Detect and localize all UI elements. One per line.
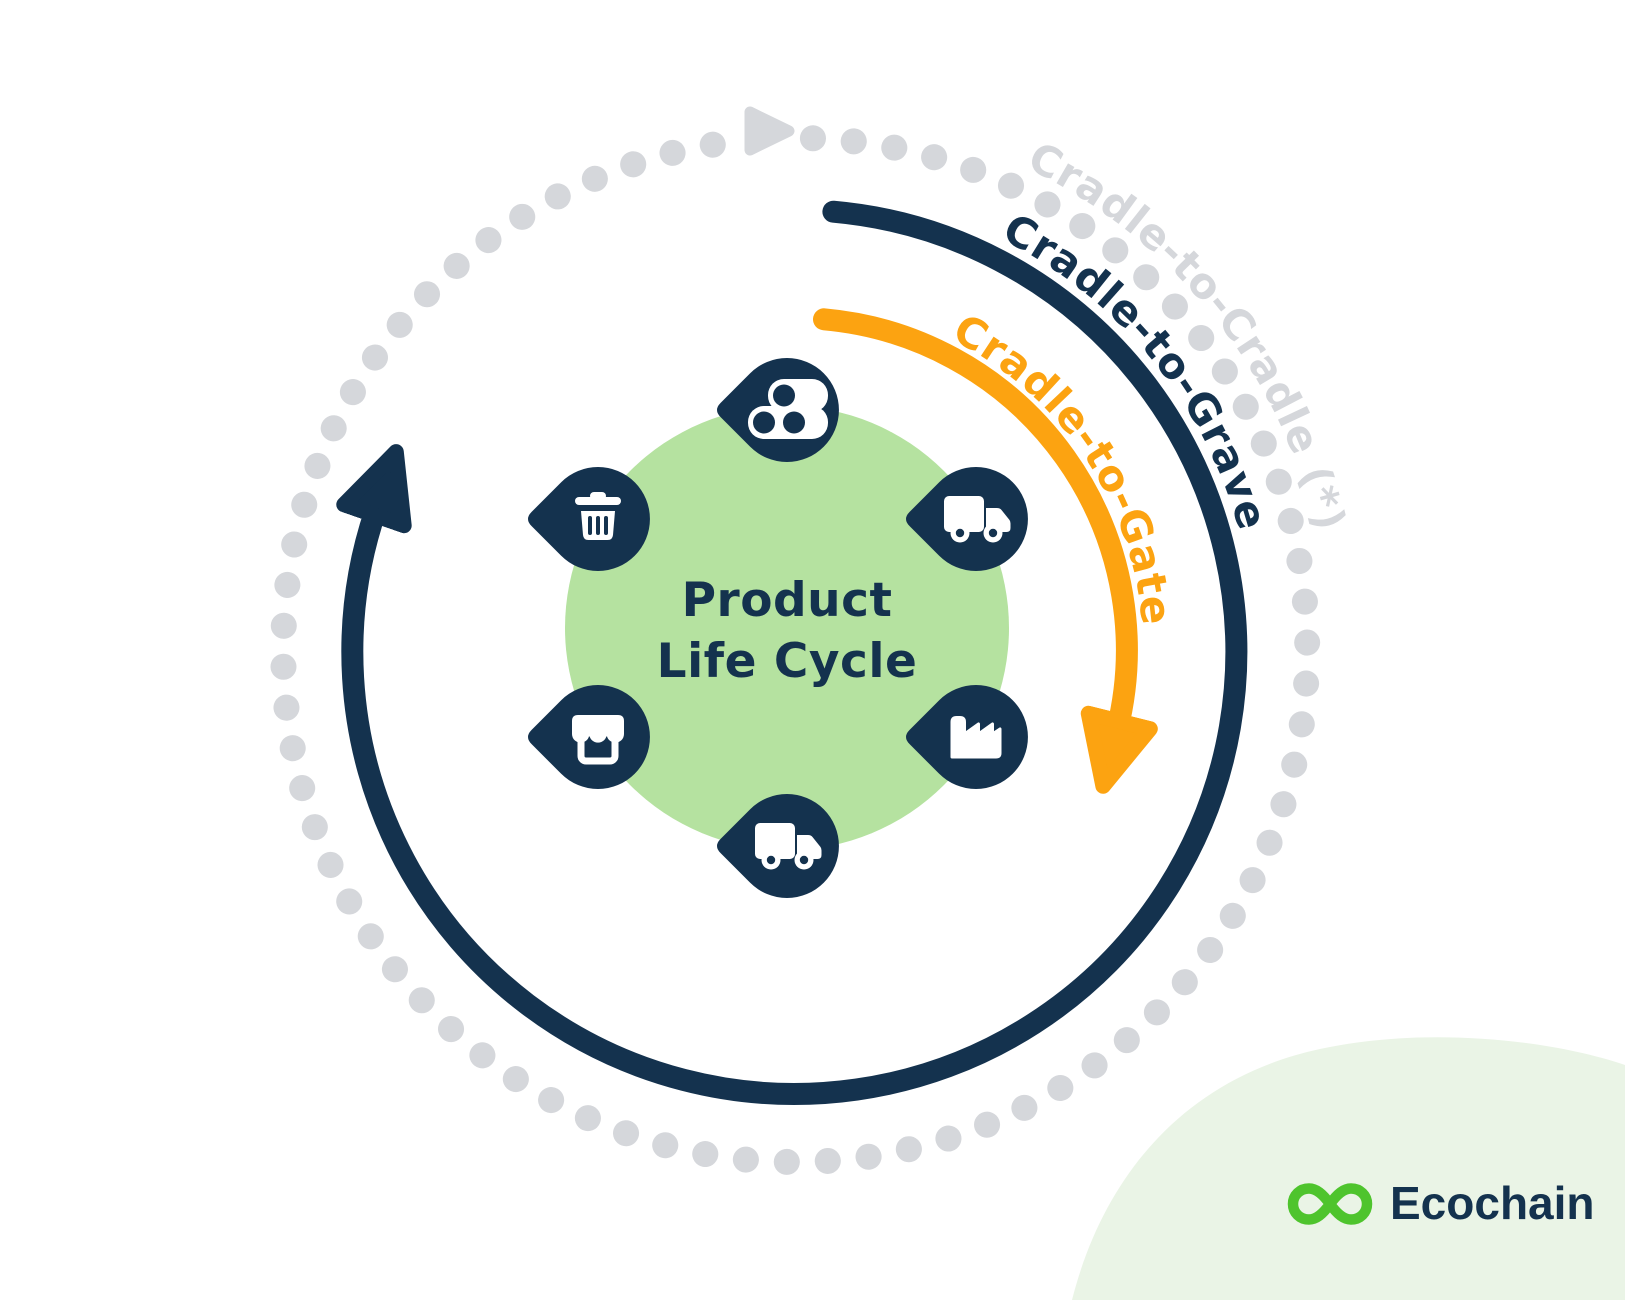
- stage-transport-outbound: [717, 794, 839, 898]
- corner-accent-shape: [1072, 1037, 1625, 1300]
- ecochain-wordmark: Ecochain: [1390, 1177, 1595, 1229]
- delivery-truck-icon: [944, 496, 1011, 543]
- center-title-line2: Life Cycle: [657, 634, 918, 689]
- stage-transport-inbound: [906, 467, 1028, 571]
- green-circle: [565, 406, 1009, 850]
- infinity-chain-icon: [1287, 1183, 1373, 1225]
- trash-bin-icon: [575, 492, 621, 540]
- raw-materials-icon: [748, 379, 828, 439]
- ecochain-logo: Ecochain: [1287, 1177, 1595, 1229]
- storefront-icon: [572, 715, 624, 765]
- cradle-to-cradle-dotted-ring: [270, 125, 1321, 1175]
- stage-retail: [528, 685, 650, 789]
- center-title-line1: Product: [682, 573, 893, 628]
- delivery-truck-icon: [755, 823, 822, 870]
- play-triangle-icon: [744, 106, 795, 156]
- stage-production: [906, 685, 1028, 789]
- stage-badge: [528, 685, 650, 789]
- stage-raw-materials: [717, 358, 839, 462]
- cradle-to-gate-arc: [813, 308, 1158, 794]
- stage-end-of-life: [528, 467, 650, 571]
- cradle-to-grave-arc: [336, 200, 1248, 1105]
- factory-icon: [950, 716, 1002, 759]
